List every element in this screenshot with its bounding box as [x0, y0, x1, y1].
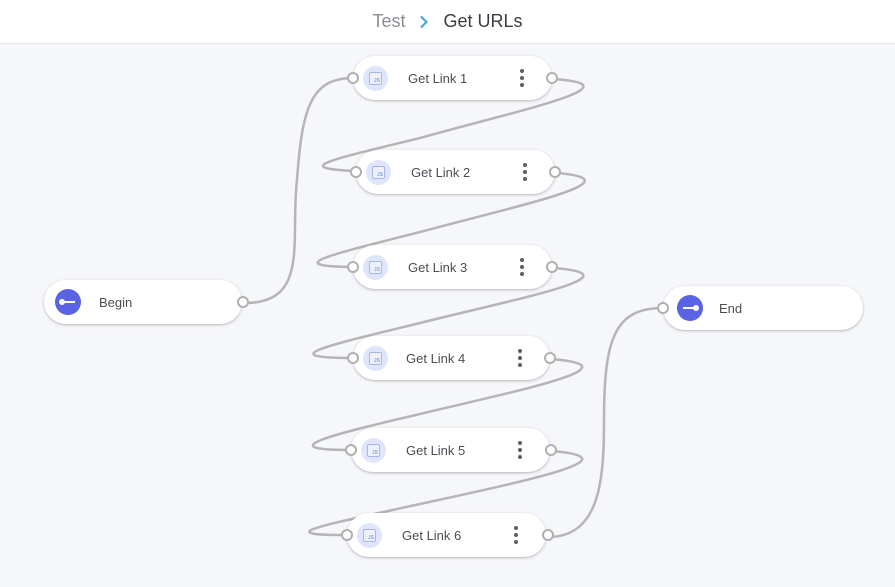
- chevron-right-icon: [419, 15, 429, 29]
- js-file-icon: JS: [366, 160, 391, 185]
- step-input-port[interactable]: [341, 529, 353, 541]
- step-node-get-link-6[interactable]: JS Get Link 6: [341, 513, 554, 557]
- step-node-label: Get Link 1: [408, 71, 468, 86]
- step-output-port[interactable]: [549, 166, 561, 178]
- step-node-label: Get Link 5: [406, 443, 466, 458]
- step-input-port[interactable]: [347, 352, 359, 364]
- more-vert-icon[interactable]: [518, 160, 532, 184]
- step-input-port[interactable]: [345, 444, 357, 456]
- page-title: Get URLs: [443, 11, 523, 31]
- breadcrumb: Test Get URLs: [372, 11, 522, 32]
- step-node-label: Get Link 4: [406, 351, 466, 366]
- js-badge: JS: [373, 267, 380, 273]
- step-node-get-link-2[interactable]: JS Get Link 2: [350, 150, 561, 194]
- header-bar: Test Get URLs: [0, 0, 895, 44]
- step-node-get-link-4[interactable]: JS Get Link 4: [347, 336, 556, 380]
- step-node-get-link-3[interactable]: JS Get Link 3: [347, 245, 558, 289]
- step-node-get-link-1[interactable]: JS Get Link 1: [347, 56, 558, 100]
- js-file-icon: JS: [363, 255, 388, 280]
- more-vert-icon[interactable]: [509, 523, 523, 547]
- begin-node-label: Begin: [99, 295, 133, 310]
- more-vert-icon[interactable]: [515, 66, 529, 90]
- step-node-label: Get Link 2: [411, 165, 471, 180]
- js-badge: JS: [367, 535, 374, 541]
- end-connector-icon: [677, 295, 703, 321]
- js-file-icon: JS: [357, 523, 382, 548]
- step-output-port[interactable]: [546, 261, 558, 273]
- end-node-label: End: [719, 301, 743, 316]
- end-input-port[interactable]: [657, 302, 669, 314]
- begin-output-port[interactable]: [237, 296, 249, 308]
- step-input-port[interactable]: [347, 261, 359, 273]
- more-vert-icon[interactable]: [513, 346, 527, 370]
- more-vert-icon[interactable]: [515, 255, 529, 279]
- js-file-icon: JS: [361, 438, 386, 463]
- start-connector-icon: [55, 289, 81, 315]
- step-output-port[interactable]: [546, 72, 558, 84]
- step-input-port[interactable]: [347, 72, 359, 84]
- step-output-port[interactable]: [545, 444, 557, 456]
- step-node-label: Get Link 6: [402, 528, 462, 543]
- js-badge: JS: [371, 450, 378, 456]
- step-output-port[interactable]: [542, 529, 554, 541]
- js-file-icon: JS: [363, 346, 388, 371]
- more-vert-icon[interactable]: [513, 438, 527, 462]
- js-badge: JS: [376, 172, 383, 178]
- js-badge: JS: [373, 358, 380, 364]
- begin-node[interactable]: Begin: [44, 280, 249, 324]
- step-output-port[interactable]: [544, 352, 556, 364]
- breadcrumb-parent-link[interactable]: Test: [372, 11, 406, 31]
- step-input-port[interactable]: [350, 166, 362, 178]
- step-node-label: Get Link 3: [408, 260, 468, 275]
- end-node[interactable]: End: [657, 286, 863, 330]
- js-file-icon: JS: [363, 66, 388, 91]
- js-badge: JS: [373, 78, 380, 84]
- step-node-get-link-5[interactable]: JS Get Link 5: [345, 428, 557, 472]
